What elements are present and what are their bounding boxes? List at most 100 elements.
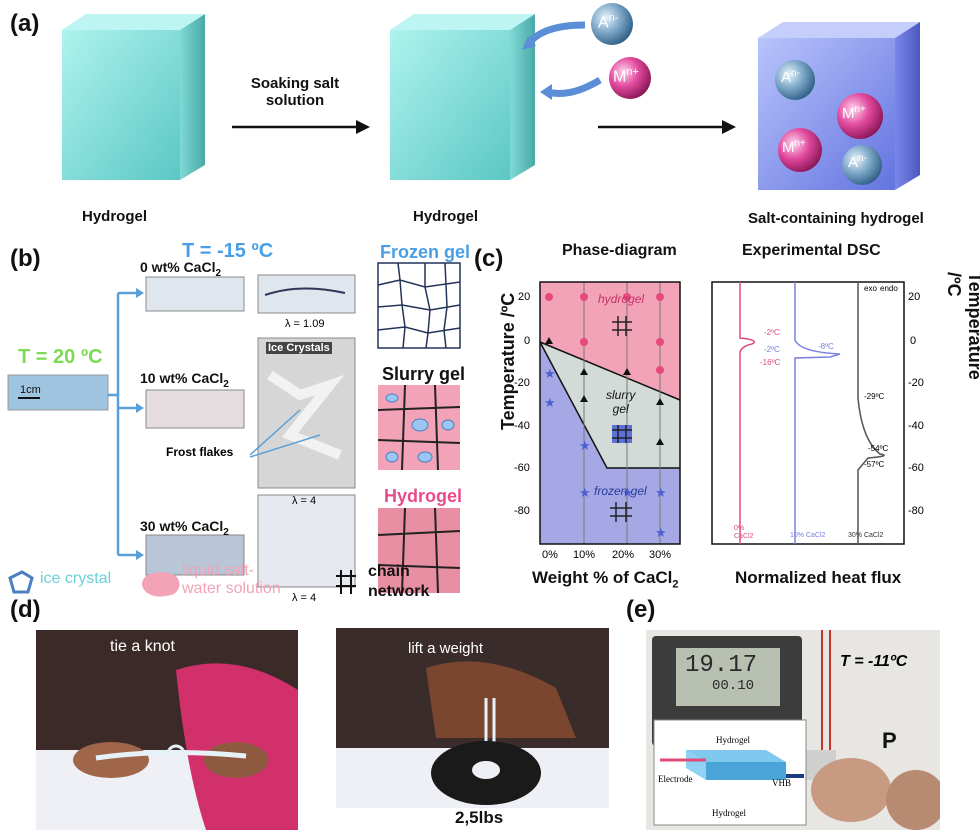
region-hydrogel-label: hydrogel <box>598 292 645 306</box>
sample-0-after <box>257 274 356 314</box>
sample-30-after <box>257 494 356 588</box>
lambda-3: λ = 4 <box>292 592 317 604</box>
lambda-2: λ = 4 <box>292 495 317 507</box>
arrow-2 <box>598 120 736 134</box>
slurry-markers <box>545 337 664 445</box>
conc-0-label: 0 wt% CaCl2 <box>140 259 222 279</box>
inset-hydrogel-bottom: Hydrogel <box>712 808 746 818</box>
dsc-label: -2ºC <box>764 345 780 354</box>
x-tick: 0% <box>542 549 558 561</box>
warm-sample <box>7 374 109 411</box>
y-tick: -20 <box>514 377 530 389</box>
dsc-label: -16ºC <box>760 358 781 367</box>
weight-label: 2,5lbs <box>455 808 504 827</box>
ion-arrow-head-1 <box>522 36 536 50</box>
svg-text:★: ★ <box>655 525 667 540</box>
chain-network-icon <box>336 570 356 594</box>
dsc-label: -29ºC <box>864 392 885 401</box>
slurry-gel-label: Slurry gel <box>382 364 466 384</box>
y-tick: -60 <box>514 462 530 474</box>
panel-e-temp: T = -11ºC <box>840 653 908 670</box>
salt-hydrogel-caption: Salt-containing hydrogel <box>748 210 924 227</box>
exo-label: exo <box>864 284 877 293</box>
svg-text:★: ★ <box>622 485 634 500</box>
sample-10-before <box>145 389 245 429</box>
y-tick: 0 <box>524 335 531 347</box>
panel-label-c: (c) <box>474 245 504 272</box>
dsc-curve-label-0: 0% CaCl2 <box>734 525 754 540</box>
panel-label-a: (a) <box>10 10 40 37</box>
dsc-label: -8ºC <box>818 342 834 351</box>
conc-30-label: 30 wt% CaCl2 <box>140 518 229 538</box>
hydrogel-region <box>540 282 680 400</box>
frozen-markers: ★★★ ★★★ ★ <box>544 366 667 540</box>
dsc-label: -54ºC <box>868 444 889 453</box>
ice-crystal-icon <box>8 570 34 594</box>
anion-sphere <box>775 60 815 100</box>
legend-ice-label: ice crystal <box>40 570 112 587</box>
svg-text:★: ★ <box>579 438 591 453</box>
dsc-label: -57ºC <box>864 460 885 469</box>
hydrogel-caption-1: Hydrogel <box>82 208 148 225</box>
svg-text:★: ★ <box>544 395 556 410</box>
phase-diagram-title: Phase-diagram <box>562 242 677 259</box>
phase-frame <box>539 281 681 545</box>
y-tick: 0 <box>910 335 917 347</box>
x-axis-label-right: Normalized heat flux <box>735 568 902 587</box>
svg-text:★: ★ <box>579 485 591 500</box>
slurry-region <box>540 342 680 468</box>
hydrogel-cube-1 <box>62 14 205 180</box>
hydrogel-network-icon <box>377 507 461 594</box>
svg-text:★: ★ <box>544 366 556 381</box>
sample-0-before <box>145 276 245 312</box>
y-tick: -40 <box>908 420 924 432</box>
frozen-gel-network-icon <box>377 262 461 349</box>
cation-label: Mn+ <box>613 66 639 86</box>
dsc-curve-30 <box>857 282 885 544</box>
anion-sphere <box>591 3 633 45</box>
scale-bar-label: 1cm <box>20 384 41 396</box>
anion-label: An- <box>781 68 800 86</box>
dsc-curve-label-10: 10% CaCl2 <box>790 532 826 539</box>
panel-label-e: (e) <box>626 596 656 623</box>
anion-label: An- <box>848 153 867 171</box>
panel-label-b: (b) <box>10 245 41 272</box>
dsc-curve-10 <box>794 282 841 544</box>
mini-network-icons <box>610 316 632 522</box>
slurry-gel-network-icon <box>377 384 461 471</box>
x-tick: 30% <box>649 549 672 561</box>
lambda-1: λ = 1.09 <box>285 318 325 330</box>
endo-label: endo <box>880 284 898 293</box>
soaking-label: Soaking salt solution <box>250 75 340 109</box>
liquid-solution-icon <box>142 572 180 597</box>
temp-cold-label: T = -15 ºC <box>182 240 274 262</box>
photo-lift-weight <box>336 628 609 808</box>
legend-liquid-label: liquid salt- water solution <box>182 562 281 597</box>
y-tick: -20 <box>908 377 924 389</box>
photo-sensor <box>646 630 940 830</box>
ion-arrow-1 <box>527 21 586 45</box>
ion-arrow-head-2 <box>540 84 552 100</box>
temp-warm-label: T = 20 ºC <box>18 346 103 368</box>
cation-sphere <box>837 93 883 139</box>
lift-weight-label: lift a weight <box>408 640 484 657</box>
region-frozen-label: frozen gel <box>594 484 647 498</box>
legend-chain-label: chain network <box>368 563 430 600</box>
photo-tie-knot <box>36 630 298 830</box>
x-tick: 10% <box>573 549 596 561</box>
conc-10-label: 10 wt% CaCl2 <box>140 370 229 390</box>
panel-b-illustration <box>7 262 461 594</box>
x-axis-label-left: Weight % of CaCl2 <box>532 568 679 591</box>
display-reading-1: 19.17 <box>685 652 758 679</box>
tie-knot-label: tie a knot <box>110 638 175 655</box>
inset-vhb: VHB <box>772 778 792 788</box>
anion-label: An- <box>598 12 619 32</box>
cation-label: Mn+ <box>842 104 866 122</box>
x-tick: 20% <box>612 549 635 561</box>
frost-flakes-label: Frost flakes <box>166 445 234 459</box>
y-tick: -60 <box>908 462 924 474</box>
cation-sphere <box>609 57 651 99</box>
frozen-gel-label: Frozen gel <box>380 242 471 262</box>
dsc-frame <box>711 281 905 545</box>
